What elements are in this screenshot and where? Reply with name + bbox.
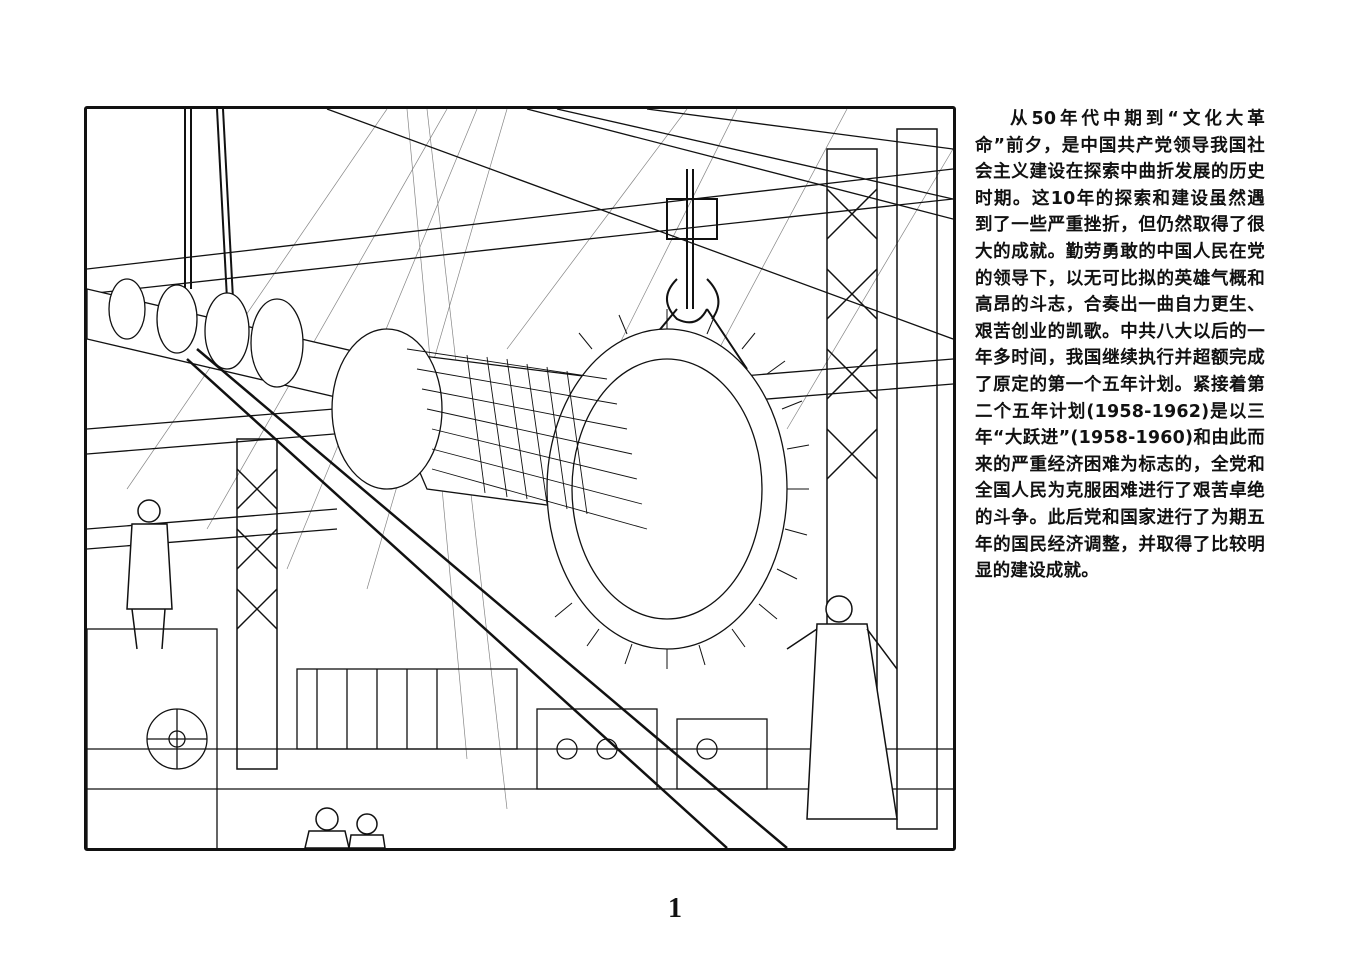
crane-hook [666,198,720,324]
workers [126,499,898,848]
page-number: 1 [668,893,682,924]
steel-columns [236,128,938,830]
turbine-rotor [87,278,810,669]
factory-illustration [84,106,956,851]
factory-illustration-drawing [87,109,953,848]
turbine-blades [554,309,810,669]
caption-text: 从50年代中期到“文化大革命”前夕，是中国共产党领导我国社会主义建设在探索中曲折… [975,109,1265,582]
support-bars [186,348,788,848]
